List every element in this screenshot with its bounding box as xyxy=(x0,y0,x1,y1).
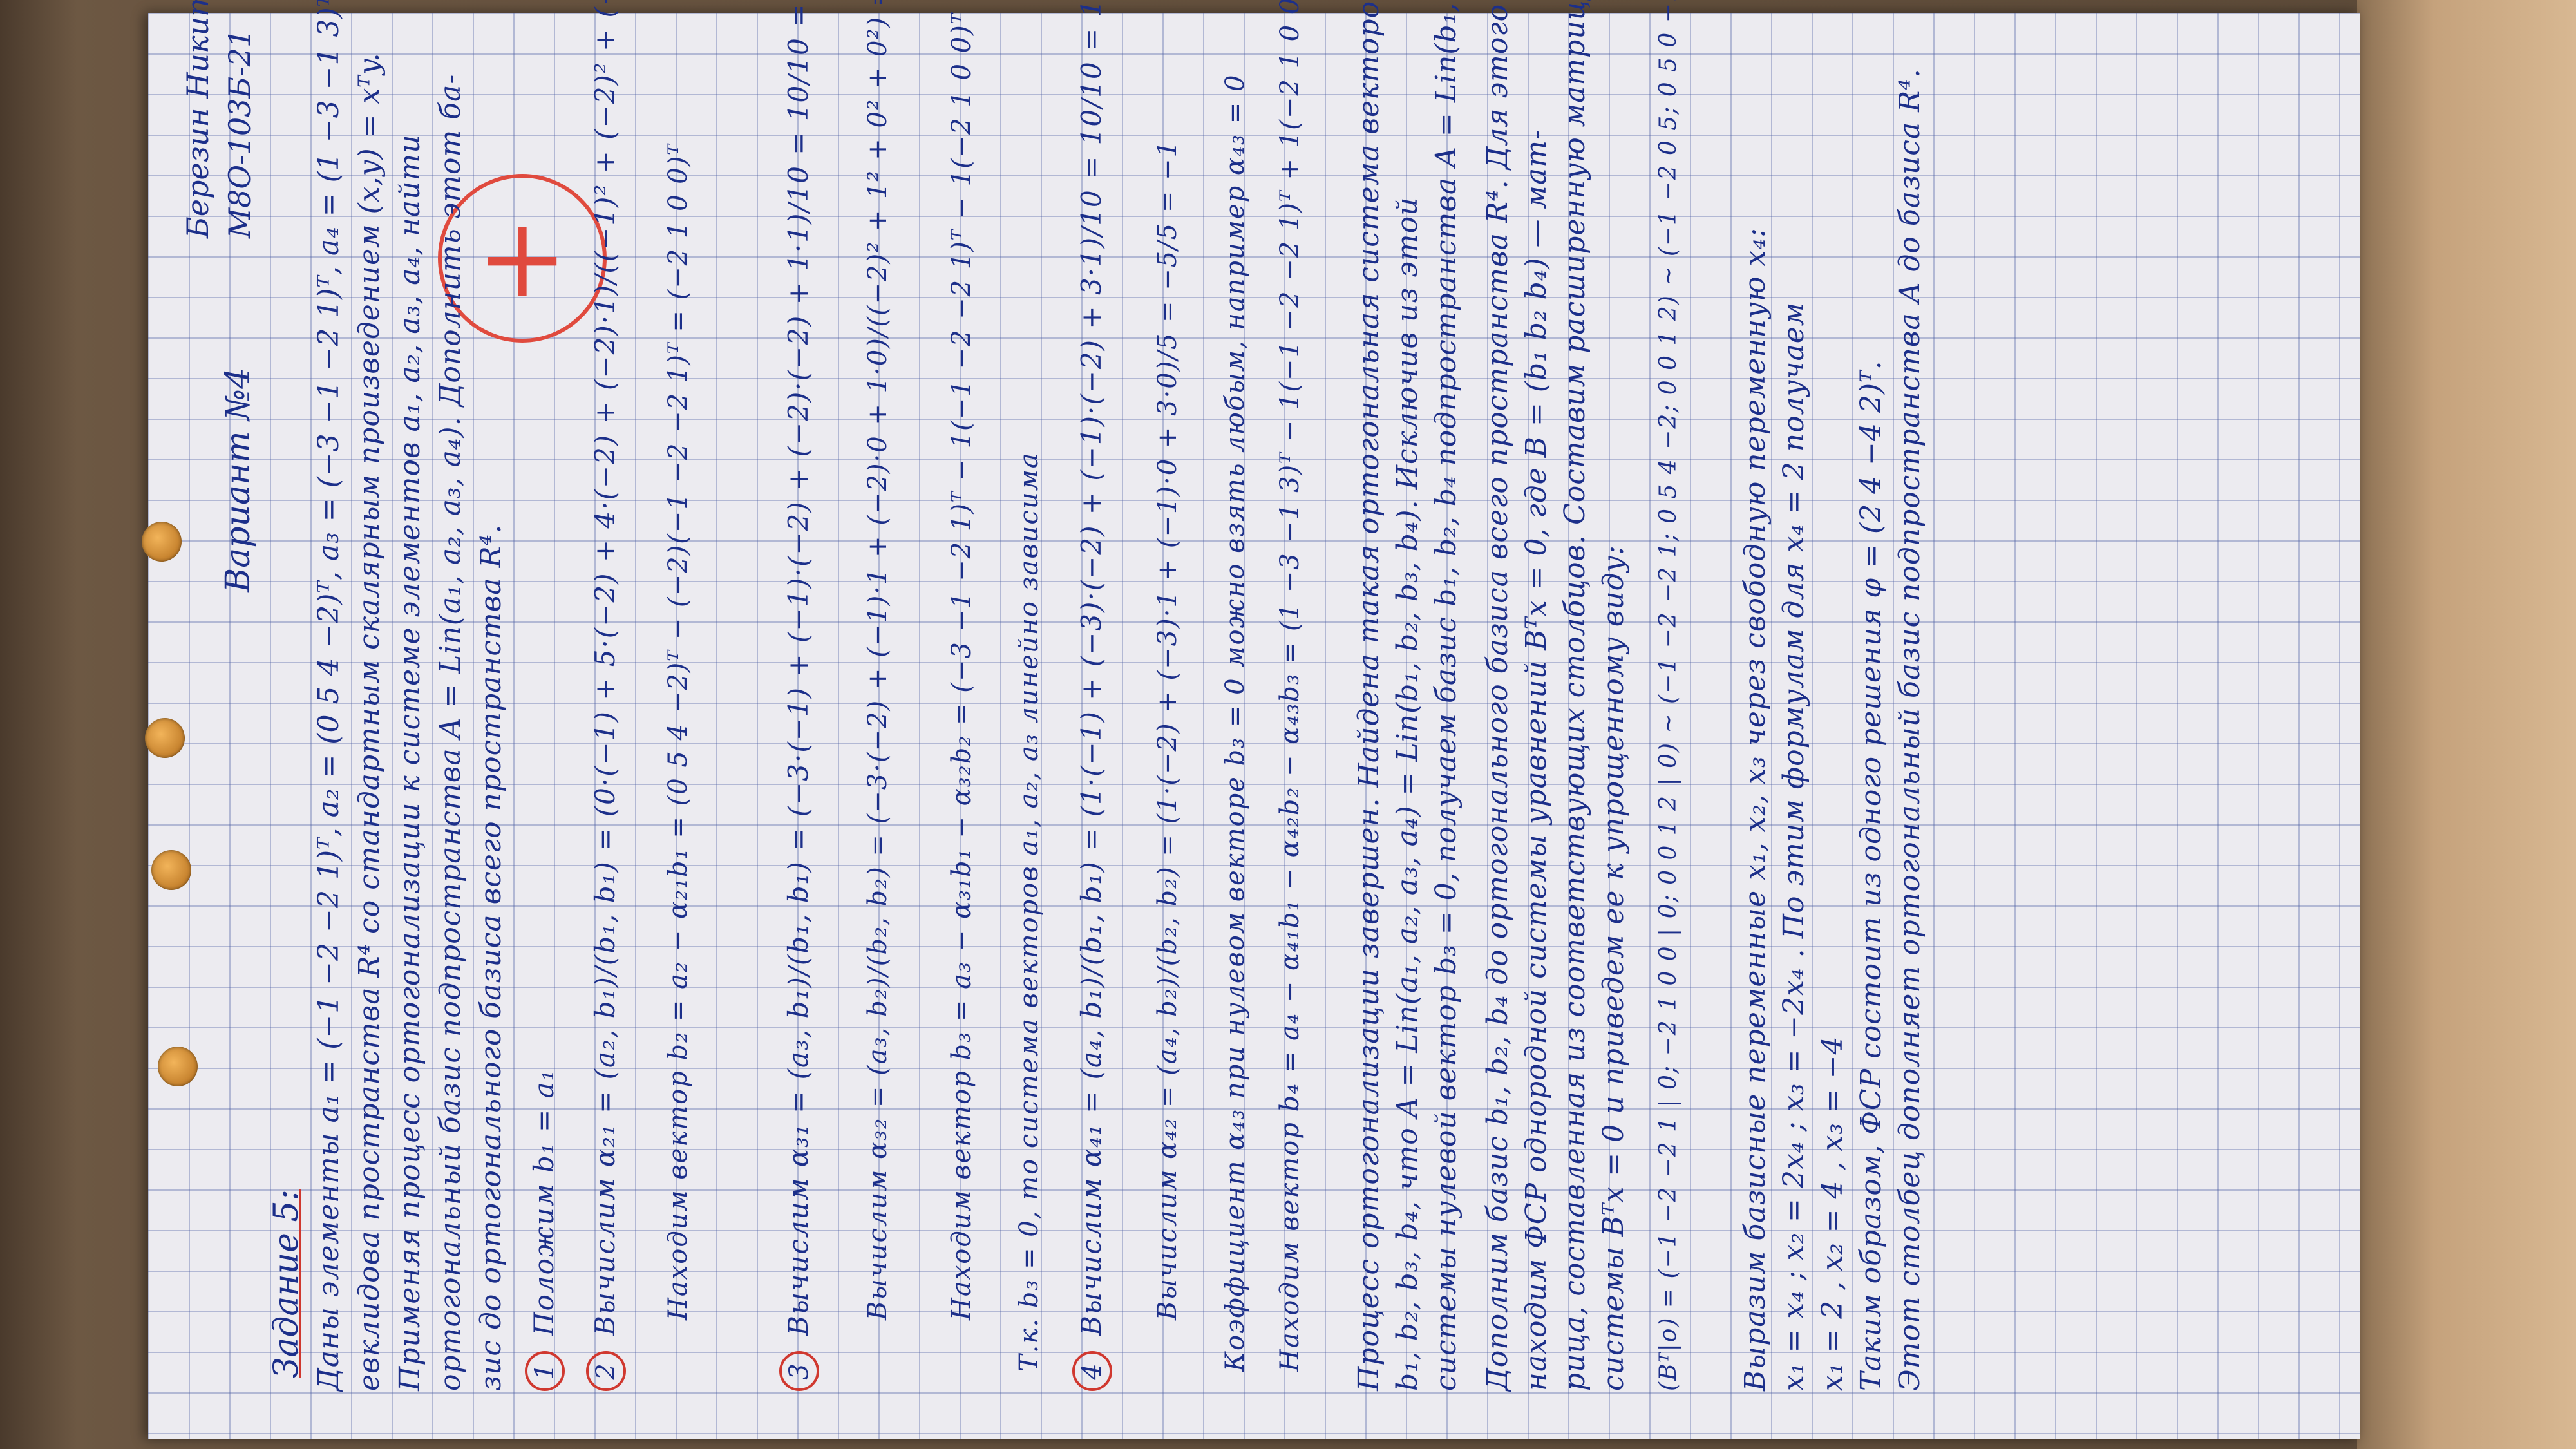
step-number: 3 xyxy=(779,1351,819,1391)
task-line-2: евклидова пространства R⁴ со стандартным… xyxy=(353,52,386,1391)
conclusion-line-3: системы нулевой вектор b₃ = 0, получаем … xyxy=(1430,0,1463,1391)
complement-line-1: Дополним базис b₁, b₂, b₄ до ортогональн… xyxy=(1481,3,1514,1391)
task-line-3: Применяя процесс ортогонализации к систе… xyxy=(393,134,426,1391)
task-line-1: Даны элементы a₁ = (−1 −2 −2 1)ᵀ, a₂ = (… xyxy=(312,0,345,1391)
step-4-vector: Находим вектор b₄ = a₄ − α₄₁b₁ − α₄₂b₂ −… xyxy=(1275,0,1305,1372)
punch-hole xyxy=(145,718,185,758)
step-text: Вычислим α₂₁ = (a₂, b₁)/(b₁, b₁) = (0·(−… xyxy=(589,0,621,1336)
step-text: Вычислим α₄₁ = (a₄, b₁)/(b₁, b₁) = (1·(−… xyxy=(1075,0,1107,1336)
complement-line-2: находим ФСР однородной системы уравнений… xyxy=(1520,129,1553,1391)
student-group: М8О-103Б-21 xyxy=(222,28,257,238)
conclusion-line-1: Процесс ортогонализации завершен. Найден… xyxy=(1352,0,1385,1391)
complement-line-3: рица, составленная из соответствующих ст… xyxy=(1558,0,1591,1391)
notebook-page: + Вариант №4 Березин Никита М8О-103Б-21 … xyxy=(142,0,2360,1439)
punch-hole xyxy=(142,522,182,562)
matrix-reduction: (Bᵀ|o) = (−1 −2 −2 1 | 0; −2 1 0 0 | 0; … xyxy=(1655,0,1681,1391)
student-name: Березин Никита xyxy=(180,0,215,238)
step-3-alpha32: Вычислим α₃₂ = (a₃, b₂)/(b₂, b₂) = (−3·(… xyxy=(863,0,893,1320)
step-4-alpha43: Коэффициент α₄₃ при нулевом векторе b₃ =… xyxy=(1220,73,1250,1372)
step-3: 3 Вычислим α₃₁ = (a₃, b₁)/(b₁, b₁) = (−3·… xyxy=(779,0,819,1391)
step-4: 4 Вычислим α₄₁ = (a₄, b₁)/(b₁, b₁) = (1·(… xyxy=(1072,0,1112,1391)
step-number: 1 xyxy=(525,1351,565,1391)
task-line-5: зис до ортогонального базиса всего прост… xyxy=(475,524,507,1391)
final-line-5: Этот столбец дополняет ортогональный баз… xyxy=(1893,68,1926,1391)
step-number: 4 xyxy=(1072,1351,1112,1391)
final-line-3: x₁ = 2 , x₂ = 4 , x₃ = −4 xyxy=(1816,1036,1849,1391)
step-text: Положим b₁ = a₁ xyxy=(528,1068,560,1336)
variant-title: Вариант №4 xyxy=(219,367,258,592)
grade-mark: + xyxy=(438,174,607,343)
step-2: 2 Вычислим α₂₁ = (a₂, b₁)/(b₁, b₁) = (0·(… xyxy=(586,0,626,1391)
handwritten-content: Вариант №4 Березин Никита М8О-103Б-21 За… xyxy=(148,0,2338,1430)
final-line-4: Таким образом, ФСР состоит из одного реш… xyxy=(1855,360,1888,1391)
desk-surface xyxy=(2357,0,2576,1449)
complement-line-4: системы Bᵀx = 0 и приведем ее к упрощенн… xyxy=(1597,545,1630,1391)
punch-hole xyxy=(151,850,191,890)
task-line-4: ортогональный базис подпространства A = … xyxy=(434,73,467,1391)
step-3-note: Т.к. b₃ = 0, то система векторов a₁, a₂,… xyxy=(1014,451,1044,1372)
step-number: 2 xyxy=(586,1351,626,1391)
final-line-2: x₁ = x₄ ; x₂ = 2x₄ ; x₃ = −2x₄ . По этим… xyxy=(1777,301,1810,1391)
task-title: Задание 5: xyxy=(267,1189,306,1378)
step-3-vector: Находим вектор b₃ = a₃ − α₃₁b₁ − α₃₂b₂ =… xyxy=(947,0,976,1320)
step-4-alpha42: Вычислим α₄₂ = (a₄, b₂)/(b₂, b₂) = (1·(−… xyxy=(1153,139,1182,1320)
final-line-1: Выразим базисные переменные x₁, x₂, x₃ ч… xyxy=(1739,227,1772,1391)
step-1: 1 Положим b₁ = a₁ xyxy=(525,1069,565,1391)
punch-hole xyxy=(158,1046,198,1086)
conclusion-line-2: b₁, b₂, b₃, b₄, что A = Lin(a₁, a₂, a₃, … xyxy=(1391,196,1424,1391)
step-2-vector: Находим вектор b₂ = a₂ − α₂₁b₁ = (0 5 4 … xyxy=(663,142,693,1320)
step-text: Вычислим α₃₁ = (a₃, b₁)/(b₁, b₁) = (−3·(… xyxy=(782,0,814,1336)
